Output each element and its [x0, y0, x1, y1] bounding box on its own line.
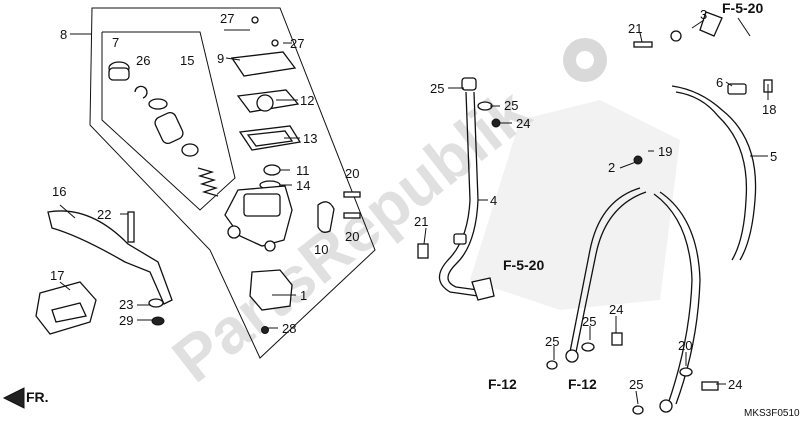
label-8[interactable]: 8 — [60, 27, 67, 42]
ref-f-5-20-top[interactable]: F-5-20 — [722, 0, 763, 16]
reference-labels: F-5-20 F-5-20 F-12 F-12 FR. MKS3F0510 — [26, 0, 800, 419]
label-7[interactable]: 7 — [112, 35, 119, 50]
label-27-right[interactable]: 27 — [290, 36, 304, 51]
label-22[interactable]: 22 — [97, 207, 111, 222]
label-20-mid[interactable]: 20 — [345, 229, 359, 244]
label-6[interactable]: 6 — [716, 75, 723, 90]
label-5[interactable]: 5 — [770, 149, 777, 164]
front-marker-label: FR. — [26, 389, 49, 405]
label-25-center[interactable]: 25 — [582, 314, 596, 329]
label-2[interactable]: 2 — [608, 160, 615, 175]
ref-f-12-left[interactable]: F-12 — [488, 376, 517, 392]
label-27-top[interactable]: 27 — [220, 11, 234, 26]
label-21-left[interactable]: 21 — [414, 214, 428, 229]
label-20-top[interactable]: 20 — [345, 166, 359, 181]
label-21-top[interactable]: 21 — [628, 21, 642, 36]
leader-lines — [59, 17, 769, 405]
label-15[interactable]: 15 — [180, 53, 194, 68]
brake-lever — [47, 210, 173, 326]
screws-20 — [343, 191, 361, 219]
brake-hoses-lower — [546, 155, 719, 415]
label-9[interactable]: 9 — [217, 51, 224, 66]
label-25-left[interactable]: 25 — [545, 334, 559, 349]
outline-kit-15 — [101, 31, 236, 211]
label-25-top[interactable]: 25 — [430, 81, 444, 96]
label-13[interactable]: 13 — [303, 131, 317, 146]
bolt-21-left — [417, 243, 429, 259]
brake-hose-5 — [633, 11, 757, 261]
label-12[interactable]: 12 — [300, 93, 314, 108]
label-11[interactable]: 11 — [296, 163, 310, 178]
label-18[interactable]: 18 — [762, 102, 776, 117]
label-24-center[interactable]: 24 — [609, 302, 623, 317]
label-25-bottom[interactable]: 25 — [629, 377, 643, 392]
label-29[interactable]: 29 — [119, 313, 133, 328]
diagram-code: MKS3F0510 — [744, 408, 800, 419]
label-17[interactable]: 17 — [50, 268, 64, 283]
label-24-top[interactable]: 24 — [516, 116, 530, 131]
part-labels: 8 7 26 15 27 27 9 12 13 11 14 20 20 10 1… — [50, 7, 777, 392]
label-1[interactable]: 1 — [300, 288, 307, 303]
label-10[interactable]: 10 — [314, 242, 328, 257]
piston-kit — [108, 61, 219, 197]
label-3[interactable]: 3 — [700, 7, 707, 22]
label-14[interactable]: 14 — [296, 178, 310, 193]
label-19[interactable]: 19 — [658, 144, 672, 159]
honda-wing-watermark — [470, 100, 680, 310]
reservoir-parts — [230, 16, 302, 190]
label-28[interactable]: 28 — [282, 321, 296, 336]
label-25-mid[interactable]: 25 — [504, 98, 518, 113]
brake-switch — [249, 269, 293, 334]
ref-f-5-20-mid[interactable]: F-5-20 — [503, 257, 544, 273]
lever-guard — [35, 281, 97, 335]
label-23[interactable]: 23 — [119, 297, 133, 312]
ref-f-12-right[interactable]: F-12 — [568, 376, 597, 392]
master-cylinder-body — [224, 185, 335, 252]
label-24-right[interactable]: 24 — [728, 377, 742, 392]
label-26[interactable]: 26 — [136, 53, 150, 68]
label-20-right[interactable]: 20 — [678, 338, 692, 353]
label-16[interactable]: 16 — [52, 184, 66, 199]
label-4[interactable]: 4 — [490, 193, 497, 208]
front-marker — [2, 387, 25, 409]
outline-assembly-8 — [89, 7, 376, 359]
brake-hose-4 — [438, 77, 495, 301]
gear-watermark — [563, 38, 607, 82]
